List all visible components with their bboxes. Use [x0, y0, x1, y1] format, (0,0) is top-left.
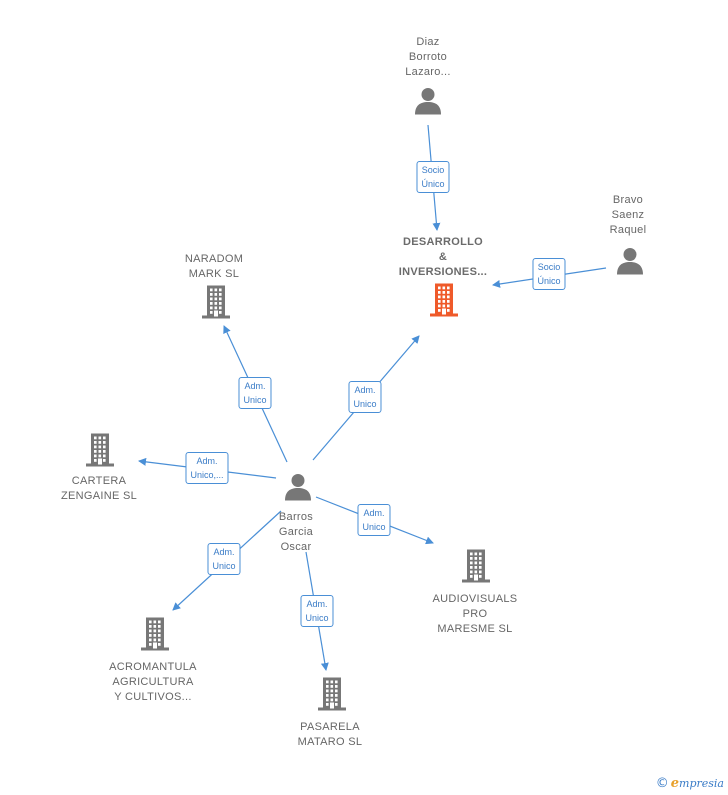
person-icon[interactable] [283, 472, 313, 507]
building-icon[interactable] [201, 285, 231, 324]
node-label-barros[interactable]: Barros Garcia Oscar [278, 511, 314, 553]
node-label-diaz[interactable]: Diaz Borroto Lazaro... [405, 36, 451, 78]
building-icon[interactable] [140, 617, 170, 656]
copyright-symbol: © [655, 776, 669, 791]
node-label-acromantula[interactable]: ACROMANTULA AGRICULTURA Y CULTIVOS... [109, 661, 197, 703]
edge-label-diaz-desarrollo: Socio Único [416, 161, 450, 193]
building-icon[interactable] [85, 433, 115, 472]
node-label-bravo[interactable]: Bravo Saenz Raquel [609, 194, 647, 236]
node-label-desarrollo[interactable]: DESARROLLO & INVERSIONES... [398, 236, 488, 278]
node-label-naradom[interactable]: NARADOM MARK SL [184, 253, 244, 280]
building-icon[interactable] [461, 549, 491, 588]
building-icon[interactable] [317, 677, 347, 716]
edge-label-barros-audiovisuals: Adm. Unico [357, 504, 391, 536]
edge-label-barros-desarrollo: Adm. Unico [348, 381, 382, 413]
brand-name: mpresia [679, 777, 724, 790]
edge-label-barros-cartera: Adm. Unico,... [185, 452, 229, 484]
edge-label-bravo-desarrollo: Socio Único [532, 258, 566, 290]
building-icon[interactable] [429, 283, 459, 322]
person-icon[interactable] [615, 246, 645, 281]
edge-label-barros-naradom: Adm. Unico [238, 377, 272, 409]
brand-mark: ©empresia [656, 776, 724, 791]
person-icon[interactable] [413, 86, 443, 121]
node-label-pasarela[interactable]: PASARELA MATARO SL [297, 721, 363, 748]
edge-label-barros-acromantula: Adm. Unico [207, 543, 241, 575]
node-label-cartera[interactable]: CARTERA ZENGAINE SL [60, 475, 138, 502]
node-label-audiovisuals[interactable]: AUDIOVISUALS PRO MARESME SL [432, 593, 518, 635]
brand-initial: e [670, 776, 680, 791]
edge-label-barros-pasarela: Adm. Unico [300, 595, 334, 627]
